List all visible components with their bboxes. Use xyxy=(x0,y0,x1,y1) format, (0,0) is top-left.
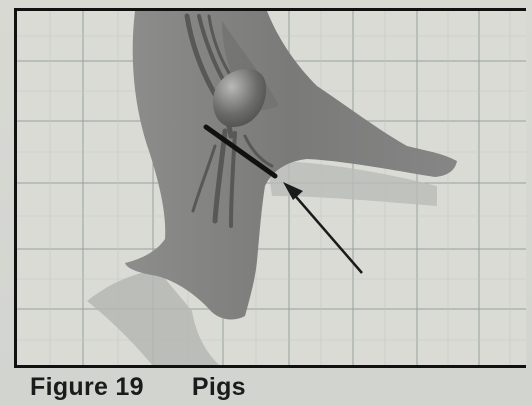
anatomy-diagram xyxy=(17,11,526,368)
figure-title: Pigs xyxy=(192,373,246,402)
figure-label: Figure 19 xyxy=(30,373,144,402)
figure-caption: Figure 19 Pigs xyxy=(30,372,246,402)
figure-illustration xyxy=(14,8,526,368)
